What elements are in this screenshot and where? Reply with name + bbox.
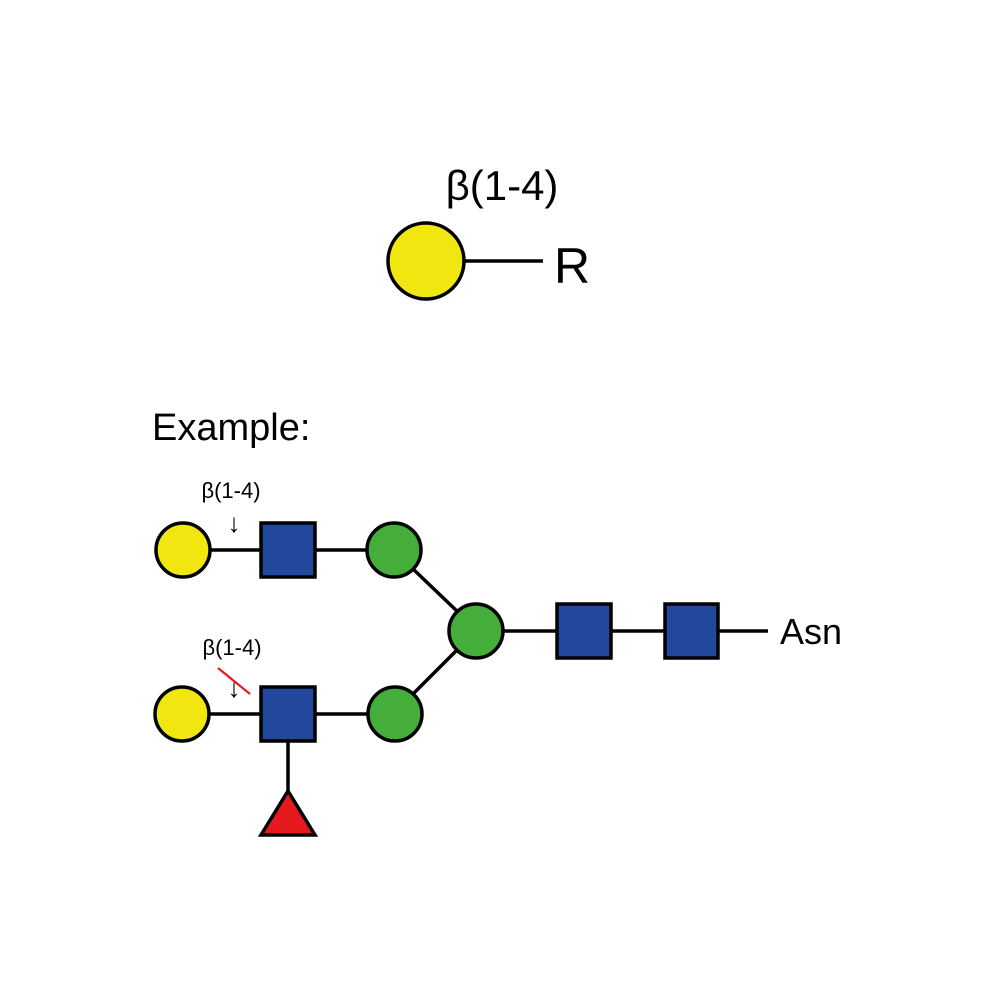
glcnac-square-core-1 [557,604,611,658]
fucose-triangle [261,791,315,835]
glcnac-square-core-2 [665,604,718,658]
upper-linkage-arrow-icon: ↓ [228,508,241,538]
bond-man-upper-core [413,569,459,613]
glcnac-square-lower [261,687,315,741]
lower-linkage-label: β(1-4) [202,635,261,660]
galactose-circle-upper [156,523,210,577]
bond-man-lower-core [412,648,459,695]
upper-linkage-label: β(1-4) [201,478,260,503]
mannose-circle-core [449,604,503,658]
upper-linkage-annotation: β(1-4) ↓ [201,478,260,538]
legend-substituent-label: R [554,238,590,294]
legend-motif: β(1-4) R [388,162,590,299]
example-bonds [209,550,768,793]
mannose-circle-lower [368,687,422,741]
lower-linkage-annotation: β(1-4) ↓ [202,635,261,703]
legend-linkage-label: β(1-4) [446,162,559,209]
legend-galactose-circle [388,223,464,299]
galactose-circle-lower [155,687,209,741]
mannose-circle-upper [367,523,421,577]
glcnac-square-upper [261,523,315,577]
example-heading: Example: [152,407,310,449]
root-label: Asn [780,611,842,652]
